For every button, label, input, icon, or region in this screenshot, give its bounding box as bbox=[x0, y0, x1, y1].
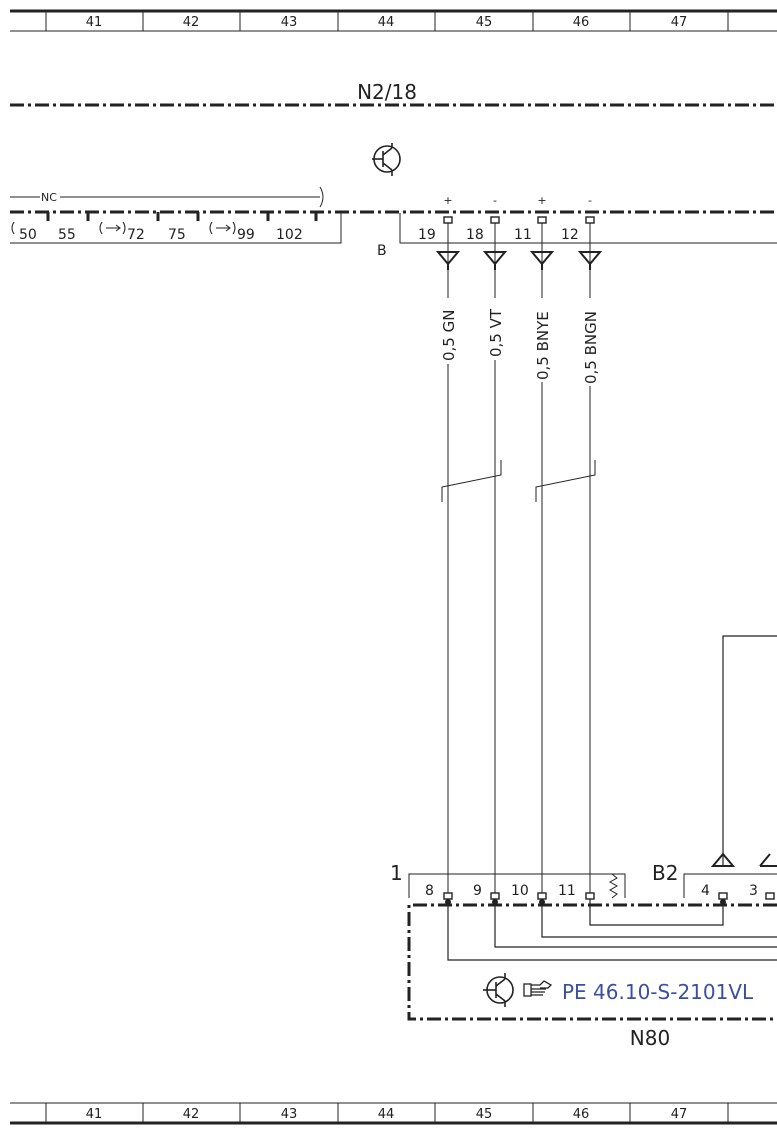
n80-pin-3: 3 bbox=[749, 883, 758, 899]
n80-pin-10: 10 bbox=[511, 883, 529, 899]
grid-col-46: 46 bbox=[573, 15, 590, 30]
grid-col-45: 45 bbox=[476, 15, 493, 30]
n80-pin-9: 9 bbox=[473, 883, 482, 899]
wire-label-bngn: 0,5 BNGN bbox=[582, 311, 600, 384]
reference-text[interactable]: PE 46.10-S-2101VL bbox=[562, 980, 754, 1004]
connector-strip: NC 50 55 72 75 99 1 bbox=[10, 186, 777, 259]
reference-link[interactable]: PE 46.10-S-2101VL bbox=[523, 980, 754, 1004]
transistor-icon bbox=[372, 143, 401, 176]
polarity-19: + bbox=[443, 194, 452, 207]
nc-label: NC bbox=[41, 191, 57, 204]
component-n80-label: N80 bbox=[630, 1026, 670, 1050]
pin-12: 12 bbox=[561, 227, 579, 243]
grid-col-43: 43 bbox=[281, 15, 298, 30]
polarity-11: + bbox=[537, 194, 546, 207]
connector-b-label: B bbox=[377, 243, 387, 259]
pin-11: 11 bbox=[514, 227, 532, 243]
n80-pin-11: 11 bbox=[558, 883, 576, 899]
wires bbox=[441, 223, 596, 895]
top-grid-ruler: 41 42 43 44 45 46 47 bbox=[10, 9, 777, 32]
connector-1-label: 1 bbox=[390, 861, 403, 885]
pin-99: 99 bbox=[237, 227, 255, 243]
grid-col-46: 46 bbox=[573, 1107, 590, 1122]
pointing-hand-icon bbox=[523, 980, 553, 997]
wire-label-bnye: 0,5 BNYE bbox=[534, 311, 552, 380]
wire-label-vt: 0,5 VT bbox=[487, 308, 505, 357]
pin-75: 75 bbox=[168, 227, 186, 243]
wire-label-gn: 0,5 GN bbox=[440, 310, 458, 361]
n80-pin-4: 4 bbox=[701, 883, 710, 899]
pin-55: 55 bbox=[58, 227, 76, 243]
component-n2-18-label: N2/18 bbox=[357, 80, 417, 104]
pin-19: 19 bbox=[418, 227, 436, 243]
grid-col-47: 47 bbox=[671, 15, 688, 30]
grid-col-43: 43 bbox=[281, 1107, 298, 1122]
grid-col-44: 44 bbox=[378, 1107, 395, 1122]
n80-pin-8: 8 bbox=[425, 883, 434, 899]
transistor-icon bbox=[483, 973, 514, 1007]
pin-18: 18 bbox=[466, 227, 484, 243]
polarity-18: - bbox=[493, 194, 497, 207]
pin-50: 50 bbox=[19, 227, 37, 243]
grid-col-45: 45 bbox=[476, 1107, 493, 1122]
b2-wire bbox=[722, 635, 777, 866]
connector-b2-label: B2 bbox=[652, 861, 678, 885]
grid-col-47: 47 bbox=[671, 1107, 688, 1122]
polarity-12: - bbox=[588, 194, 592, 207]
grid-col-41: 41 bbox=[86, 1107, 103, 1122]
component-n2-18: N2/18 bbox=[10, 80, 777, 107]
grid-col-42: 42 bbox=[183, 1107, 200, 1122]
grid-col-44: 44 bbox=[378, 15, 395, 30]
pin-102: 102 bbox=[276, 227, 303, 243]
grid-col-42: 42 bbox=[183, 15, 200, 30]
pin-72: 72 bbox=[127, 227, 145, 243]
bottom-grid-ruler: 41 42 43 44 45 46 47 bbox=[10, 1102, 777, 1125]
wire-connector-symbols bbox=[435, 251, 603, 270]
component-n80: 1 8 9 10 11 B2 4 3 bbox=[390, 852, 777, 1050]
grid-col-41: 41 bbox=[86, 15, 103, 30]
wire-labels: 0,5 GN 0,5 VT 0,5 BNYE 0,5 BNGN bbox=[439, 298, 600, 386]
